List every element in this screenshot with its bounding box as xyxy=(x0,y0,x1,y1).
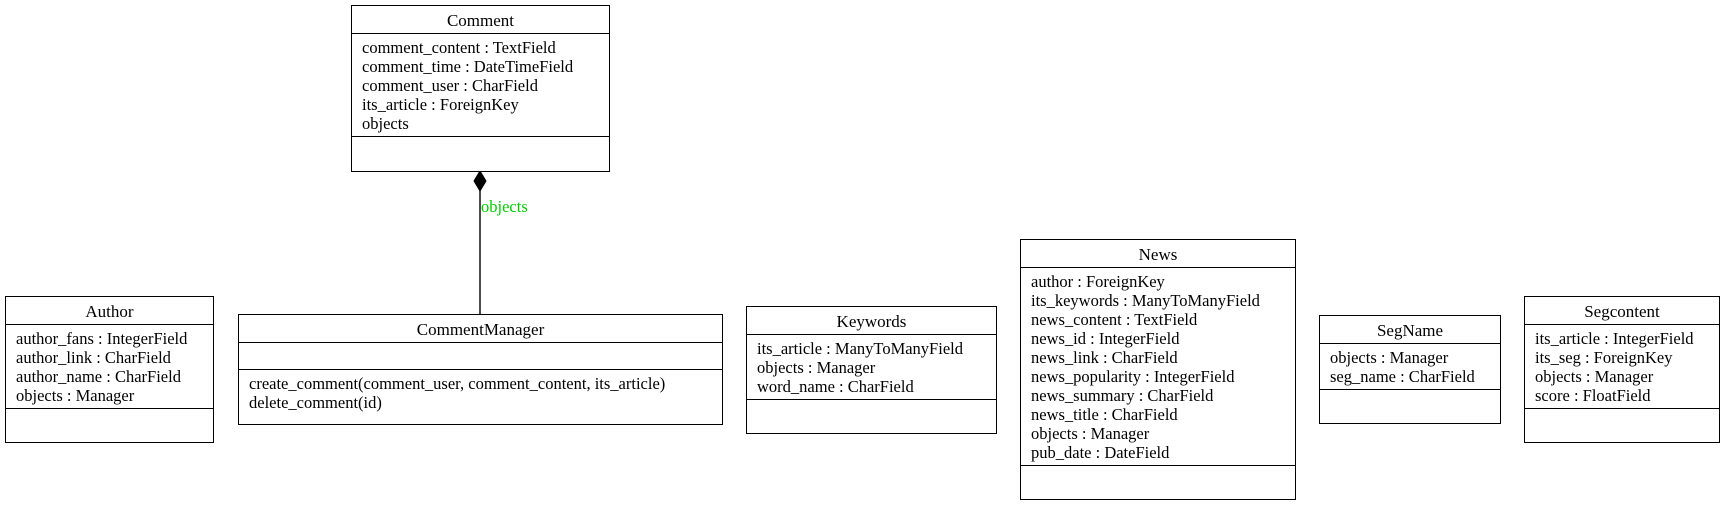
attribute-row: its_article : IntegerField xyxy=(1535,329,1694,348)
class-operations xyxy=(1320,390,1500,423)
class-operations xyxy=(6,409,213,442)
operation-row: delete_comment(id) xyxy=(249,393,382,412)
attribute-row: news_summary : CharField xyxy=(1031,386,1214,405)
class-attributes xyxy=(239,343,722,370)
operation-row: create_comment(comment_user, comment_con… xyxy=(249,374,666,393)
class-name: Comment xyxy=(352,6,609,34)
class-attributes: its_article : IntegerField its_seg : For… xyxy=(1525,325,1719,409)
attribute-row: author_link : CharField xyxy=(16,348,171,367)
attribute-row: comment_user : CharField xyxy=(362,76,538,95)
attribute-row: news_popularity : IntegerField xyxy=(1031,367,1235,386)
attribute-row: author_fans : IntegerField xyxy=(16,329,188,348)
class-attributes: objects : Manager seg_name : CharField xyxy=(1320,344,1500,390)
class-operations: create_comment(comment_user, comment_con… xyxy=(239,370,722,424)
attribute-row: its_article : ForeignKey xyxy=(362,95,519,114)
class-segcontent[interactable]: Segcontent its_article : IntegerField it… xyxy=(1524,296,1720,443)
attribute-row: objects : Manager xyxy=(1535,367,1654,386)
attribute-row: score : FloatField xyxy=(1535,386,1651,405)
class-operations xyxy=(1021,466,1295,499)
attribute-row: its_keywords : ManyToManyField xyxy=(1031,291,1260,310)
class-comment[interactable]: Comment comment_content : TextField comm… xyxy=(351,5,610,172)
class-name: CommentManager xyxy=(239,315,722,343)
class-name: Keywords xyxy=(747,307,996,335)
attribute-row: comment_time : DateTimeField xyxy=(362,57,574,76)
attribute-row: author : ForeignKey xyxy=(1031,272,1165,291)
attribute-row: its_seg : ForeignKey xyxy=(1535,348,1673,367)
composition-edge-label: objects xyxy=(481,197,528,216)
class-attributes: its_article : ManyToManyField objects : … xyxy=(747,335,996,400)
class-comment-manager[interactable]: CommentManager create_comment(comment_us… xyxy=(238,314,723,425)
class-name: Segcontent xyxy=(1525,297,1719,325)
attribute-row: author_name : CharField xyxy=(16,367,181,386)
attribute-row: pub_date : DateField xyxy=(1031,443,1170,462)
class-attributes: comment_content : TextField comment_time… xyxy=(352,34,609,137)
class-author[interactable]: Author author_fans : IntegerField author… xyxy=(5,296,214,443)
class-name: News xyxy=(1021,240,1295,268)
class-name: SegName xyxy=(1320,316,1500,344)
class-news[interactable]: News author : ForeignKey its_keywords : … xyxy=(1020,239,1296,500)
class-operations xyxy=(1525,409,1719,442)
class-attributes: author : ForeignKey its_keywords : ManyT… xyxy=(1021,268,1295,466)
attribute-row: objects : Manager xyxy=(757,358,876,377)
attribute-row: objects : Manager xyxy=(16,386,135,405)
class-attributes: author_fans : IntegerField author_link :… xyxy=(6,325,213,409)
attribute-row: objects : Manager xyxy=(1330,348,1449,367)
attribute-row: news_link : CharField xyxy=(1031,348,1178,367)
attribute-row: word_name : CharField xyxy=(757,377,914,396)
attribute-row: news_title : CharField xyxy=(1031,405,1178,424)
class-segname[interactable]: SegName objects : Manager seg_name : Cha… xyxy=(1319,315,1501,424)
class-name: Author xyxy=(6,297,213,325)
attribute-row: seg_name : CharField xyxy=(1330,367,1475,386)
attribute-row: objects : Manager xyxy=(1031,424,1150,443)
class-operations xyxy=(352,137,609,171)
attribute-row: comment_content : TextField xyxy=(362,38,556,57)
attribute-row: news_content : TextField xyxy=(1031,310,1198,329)
attribute-row: news_id : IntegerField xyxy=(1031,329,1180,348)
class-operations xyxy=(747,400,996,433)
class-keywords[interactable]: Keywords its_article : ManyToManyField o… xyxy=(746,306,997,434)
attribute-row: objects xyxy=(362,114,409,133)
attribute-row: its_article : ManyToManyField xyxy=(757,339,963,358)
composition-diamond-icon xyxy=(473,170,487,192)
